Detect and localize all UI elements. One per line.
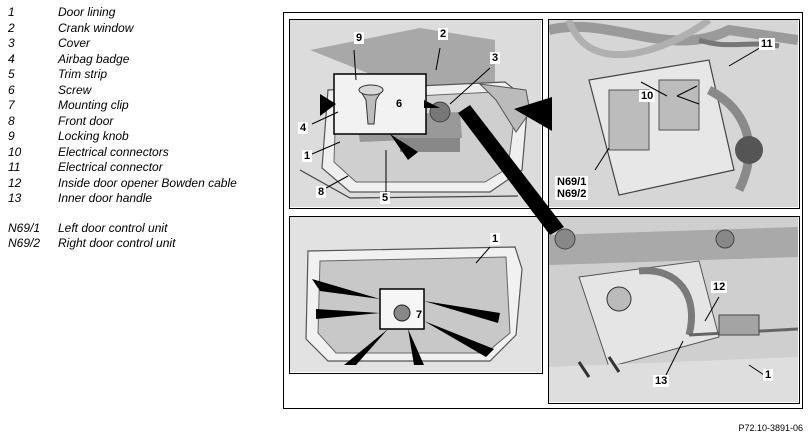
legend-number: 4 [8,51,15,66]
legend-spacer [8,207,276,221]
callout-1: 1 [763,369,774,381]
legend-item: 8 Front door [8,114,276,130]
legend-item: 12 Inside door opener Bowden cable [8,176,276,192]
legend-list: 1 Door lining 2 Crank window 3 Cover 4 Airba… [8,5,276,252]
legend-label: Screw [58,82,92,97]
callout-4: 4 [298,122,309,134]
legend-label: Trim strip [58,67,108,81]
legend-item: N69/2 Right door control unit [8,236,276,252]
legend-label: Crank window [58,20,134,35]
panel-inner-handle: 12 13 1 [548,216,800,404]
callout-3: 3 [490,52,501,64]
mounting-clips-drawing [290,217,541,372]
legend-item: N69/1 Left door control unit [8,221,276,237]
legend-label: Right door control unit [58,236,176,250]
legend-label: Inner door handle [58,191,153,205]
callout-9: 9 [354,32,365,44]
callout-8: 8 [316,186,327,198]
callout-1: 1 [490,233,501,245]
legend-number: 12 [8,175,22,190]
legend-number: 8 [8,113,15,128]
callout-13: 13 [653,375,670,387]
figure-code: P72.10-3891-06 [738,423,803,433]
illustration-frame: 9 2 3 6 4 1 8 5 11 10 N69/1 N69/2 [283,12,803,409]
legend-number: N69/2 [8,236,41,250]
legend-number: 13 [8,191,22,205]
callout-1: 1 [302,150,313,162]
legend-item: 9 Locking knob [8,129,276,145]
legend-item: 7 Mounting clip [8,98,276,114]
unit-label-n69-1: N69/1 [555,176,589,188]
panel-mounting-clips: 1 7 [289,216,543,374]
legend-item: 11 Electrical connector [8,160,276,176]
door-overview-drawing [290,20,541,207]
callout-2: 2 [438,28,449,40]
inner-handle-drawing [549,217,798,402]
legend-number: 3 [8,36,15,50]
legend-label: Front door [58,113,114,128]
legend-number: 7 [8,98,15,112]
legend-label: Left door control unit [58,220,168,235]
callout-6: 6 [396,98,403,110]
legend-item: 5 Trim strip [8,67,276,83]
legend-label: Electrical connector [58,160,163,174]
callout-5: 5 [380,192,391,204]
callout-11: 11 [759,38,775,50]
legend-number: N69/1 [8,220,41,235]
legend-item: 3 Cover [8,36,276,52]
legend-label: Electrical connectors [58,144,169,159]
legend-number: 5 [8,67,15,81]
legend-number: 11 [8,160,21,174]
legend-item: 4 Airbag badge [8,52,276,68]
legend-label: Airbag badge [58,51,130,66]
legend-label: Door lining [58,5,116,19]
callout-10: 10 [639,90,656,102]
legend-label: Inside door opener Bowden cable [58,175,237,190]
legend-number: 2 [8,20,15,35]
legend-item: 6 Screw [8,83,276,99]
legend-number: 9 [8,129,15,143]
legend-item: 1 Door lining [8,5,276,21]
panel-door-overview: 9 2 3 6 4 1 8 5 [289,19,543,209]
panel-control-unit: 11 10 N69/1 N69/2 [548,19,800,209]
legend-label: Cover [58,36,91,50]
legend-number: 6 [8,82,15,97]
legend-item: 2 Crank window [8,21,276,37]
legend-number: 1 [8,5,15,19]
legend-label: Mounting clip [58,98,129,112]
legend-item: 10 Electrical connectors [8,145,276,161]
unit-label-n69-2: N69/2 [555,188,589,200]
legend-item: 13 Inner door handle [8,191,276,207]
legend-label: Locking knob [58,129,129,143]
callout-12: 12 [711,281,728,293]
legend-number: 10 [8,144,22,159]
callout-7: 7 [416,309,423,321]
